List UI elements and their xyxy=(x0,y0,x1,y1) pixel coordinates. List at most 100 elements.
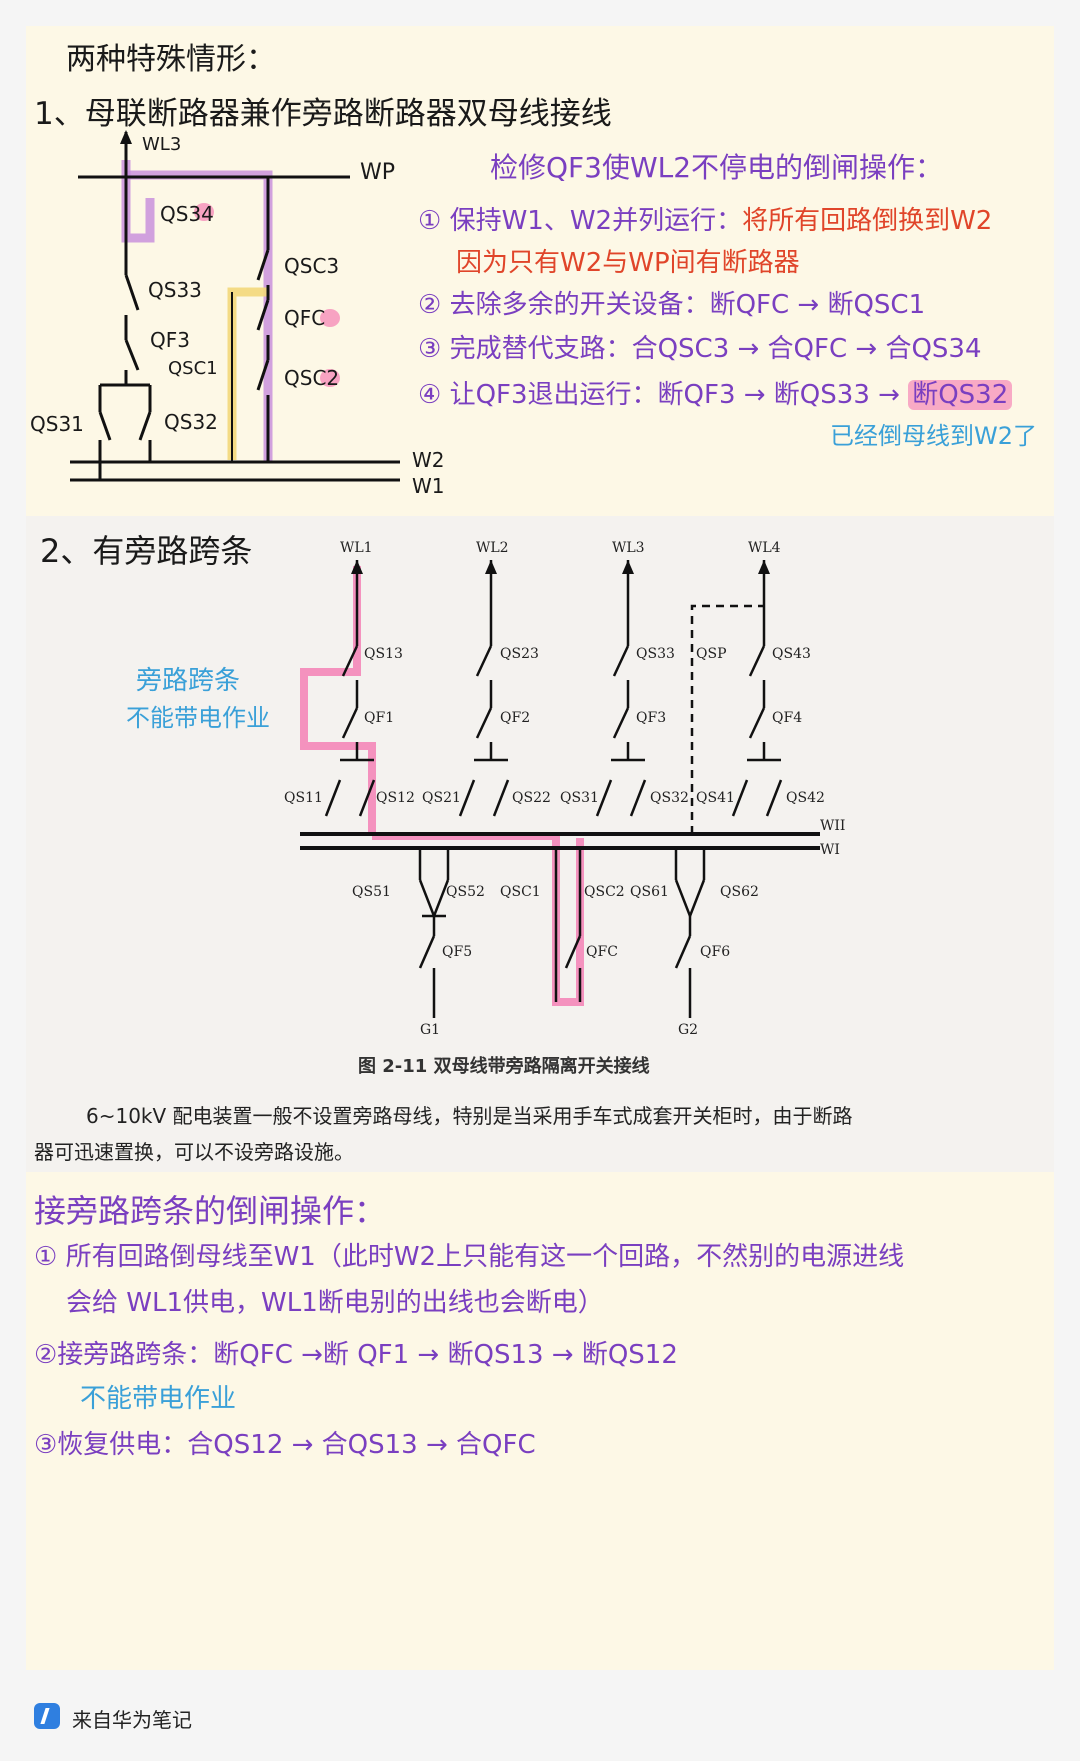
s1-label-wp: WP xyxy=(360,160,396,185)
s2-label-qsc1: QSC1 xyxy=(500,884,541,900)
s1-step4-a: ④ 让QF3退出运行：断QF3 → 断QS33 → xyxy=(418,380,900,410)
section3-heading: 接旁路跨条的倒闸操作： xyxy=(34,1192,387,1230)
s2-label-qf2: QF2 xyxy=(500,710,531,726)
s2-label-qs32: QS32 xyxy=(650,790,689,806)
wl3-arrow xyxy=(120,130,132,144)
wl2-arrow xyxy=(485,560,497,574)
s2-label-qs52: QS52 xyxy=(446,884,485,900)
s2-label-qs21: QS21 xyxy=(422,790,461,806)
s1-label-qfc: QFC xyxy=(284,306,326,330)
page-title: 两种特殊情形： xyxy=(66,42,276,77)
qs32-switch xyxy=(629,779,647,817)
section2-panel xyxy=(26,516,1054,1172)
s2-label-wl3: WL3 xyxy=(612,540,645,556)
s2-label-wl1: WL1 xyxy=(340,540,373,556)
qs33-switch xyxy=(124,274,140,311)
s3-step3: ③恢复供电：合QS12 → 合QS13 → 合QFC xyxy=(34,1430,536,1460)
qsc3-switch xyxy=(256,249,270,281)
qsp-dashed-line xyxy=(690,604,764,834)
wl4-arrow xyxy=(758,560,770,574)
s1-label-qsc3: QSC3 xyxy=(284,254,340,278)
s2-paragraph-2: 器可迅速置换，可以不设旁路设施。 xyxy=(34,1140,354,1164)
huawei-notes-icon xyxy=(34,1703,60,1729)
s1-notes-title: 检修QF3使WL2不停电的倒闸操作： xyxy=(490,151,944,184)
qf4-switch xyxy=(748,707,766,739)
qs43-switch xyxy=(748,645,766,677)
s2-label-qfc: QFC xyxy=(586,944,618,960)
s2-label-wii: WII xyxy=(820,818,846,834)
s1-step1-a: ① 保持W1、W2并列运行： xyxy=(418,206,743,236)
s1-step1-b: 将所有回路倒换到W2 xyxy=(742,206,993,236)
qs41-switch xyxy=(731,779,749,817)
s3-step1-b: 会给 WL1供电，WL1断电别的出线也会断电） xyxy=(66,1288,604,1318)
s2-label-qs42: QS42 xyxy=(786,790,825,806)
qs13-switch xyxy=(341,645,359,677)
qf3-switch xyxy=(124,339,140,371)
qs23-switch xyxy=(475,645,493,677)
s2-label-qs22: QS22 xyxy=(512,790,551,806)
qfc-switch xyxy=(256,299,270,331)
pink-dot-qfc xyxy=(320,309,340,327)
s2-label-qs51: QS51 xyxy=(352,884,391,900)
s2-label-qsp: QSP xyxy=(696,646,727,662)
feeder-group xyxy=(324,560,783,1018)
qs51-switch xyxy=(418,879,436,917)
section3-panel xyxy=(26,1172,1054,1670)
s2-label-wl2: WL2 xyxy=(476,540,509,556)
s2-label-qf1: QF1 xyxy=(364,710,395,726)
s1-step4-b: 断QS32 xyxy=(908,380,1013,410)
s2-label-qs11: QS11 xyxy=(284,790,323,806)
qs31-switch xyxy=(595,779,613,817)
s1-label-qsc2: QSC2 xyxy=(284,366,340,390)
qf6-switch xyxy=(674,935,692,969)
pink-dot-qsc2 xyxy=(320,369,340,387)
qs22-switch xyxy=(492,779,510,817)
section1-heading: 1、母联断路器兼作旁路断路器双母线接线 xyxy=(34,96,612,132)
s1-step4: ④ 让QF3退出运行：断QF3 → 断QS33 → 断QS32 xyxy=(418,374,1013,411)
qs32-switch xyxy=(138,411,152,441)
qs31-switch xyxy=(98,411,112,441)
s2-label-qf4: QF4 xyxy=(772,710,803,726)
s2-label-qs23: QS23 xyxy=(500,646,539,662)
arrow-group xyxy=(351,560,770,574)
s3-step2-b: 不能带电作业 xyxy=(80,1384,237,1414)
s1-label-w2: W2 xyxy=(412,448,445,472)
s1-step4-note: 已经倒母线到W2了 xyxy=(830,422,1037,450)
s2-label-qs62: QS62 xyxy=(720,884,759,900)
qs21-switch xyxy=(458,779,476,817)
s2-label-wi: WI xyxy=(820,842,840,858)
s2-label-qs13: QS13 xyxy=(364,646,403,662)
purple-highlight-qsc3 xyxy=(126,170,273,462)
qf5-switch xyxy=(418,935,436,969)
section1-panel xyxy=(26,26,1054,516)
s2-label-g2: G2 xyxy=(678,1022,699,1038)
s2-label-qs33: QS33 xyxy=(636,646,675,662)
s2-label-g1: G1 xyxy=(420,1022,441,1038)
s2-label-wl4: WL4 xyxy=(748,540,781,556)
qf3-switch xyxy=(612,707,630,739)
wl3-arrow xyxy=(622,560,634,574)
qs62-switch xyxy=(688,879,706,917)
qsc2-switch xyxy=(256,359,270,391)
qfc-switch xyxy=(564,935,582,969)
s2-label-qf5: QF5 xyxy=(442,944,473,960)
s2-annotation-2: 不能带电作业 xyxy=(126,704,270,732)
s1-label-qs34: QS34 xyxy=(160,202,214,226)
s2-label-qs12: QS12 xyxy=(376,790,415,806)
s2-label-qf6: QF6 xyxy=(700,944,731,960)
pink-highlight-bypass xyxy=(372,832,584,1006)
pink-dot-qs34 xyxy=(194,203,214,221)
s2-label-qs61: QS61 xyxy=(630,884,669,900)
s1-label-wl3: WL3 xyxy=(142,134,182,155)
s1-step1: ① 保持W1、W2并列运行：将所有回路倒换到W2 xyxy=(418,200,992,237)
qs52-switch xyxy=(432,879,450,917)
s1-label-qf3: QF3 xyxy=(150,328,190,352)
qs11-switch xyxy=(324,779,342,817)
qs33-switch xyxy=(612,645,630,677)
s3-step2-a: ②接旁路跨条：断QFC →断 QF1 → 断QS13 → 断QS12 xyxy=(34,1340,678,1370)
qs61-switch xyxy=(674,879,692,917)
s2-label-qs43: QS43 xyxy=(772,646,811,662)
footer-bar xyxy=(0,1690,1080,1761)
s1-label-w1: W1 xyxy=(412,474,445,498)
